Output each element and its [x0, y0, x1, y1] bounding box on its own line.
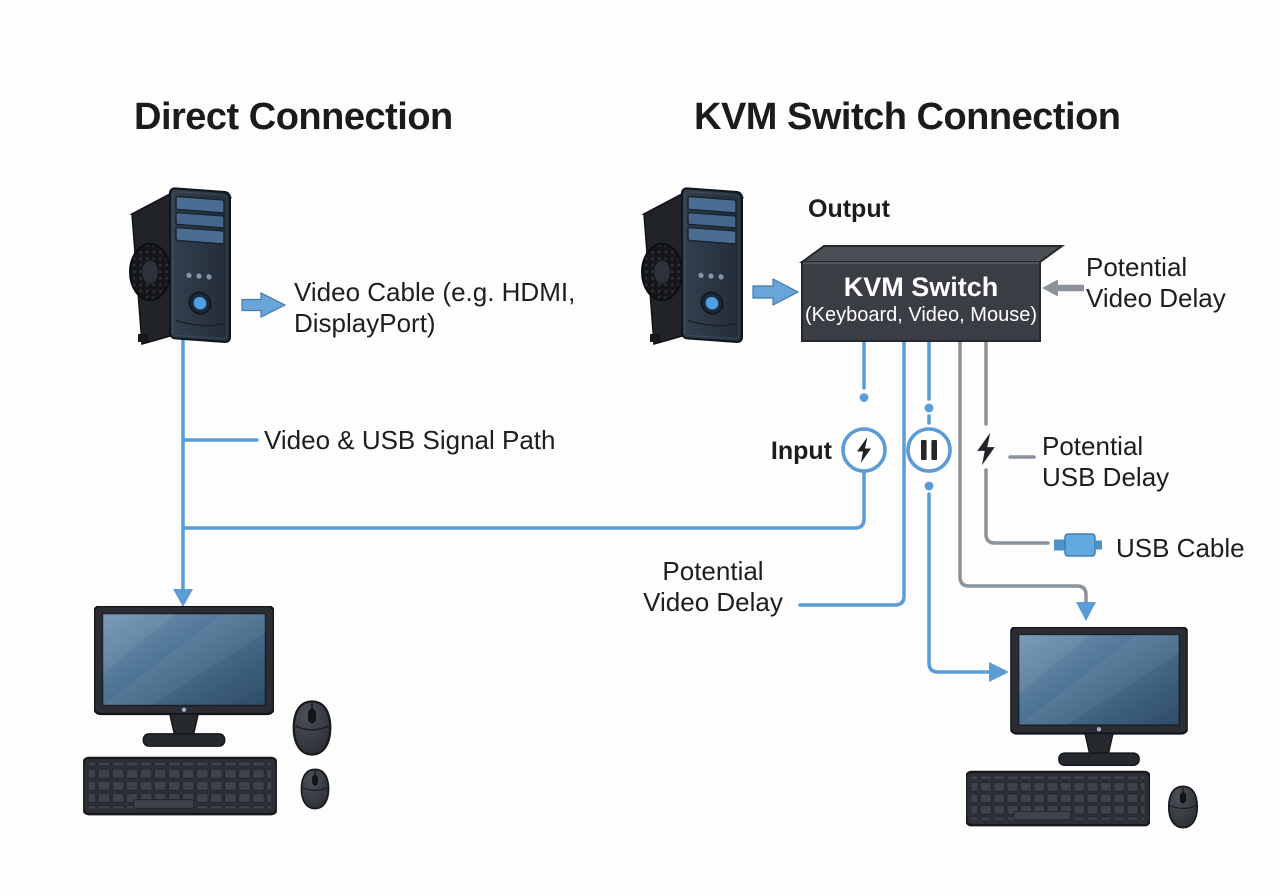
arrow-tower-to-cable [241, 292, 287, 318]
arrow-down-to-right-monitor [1076, 602, 1096, 621]
desktop-tower-left [118, 184, 238, 346]
lightning-bolt-icon [977, 432, 995, 466]
mouse-left-upper [291, 699, 333, 757]
kvm-box-top-face [798, 245, 1066, 263]
input-label: Input [770, 437, 832, 465]
mouse-right [1163, 785, 1203, 829]
input-delay-circle [841, 427, 887, 473]
monitor-right [1010, 627, 1188, 769]
kvm-usb-line-bottom [984, 468, 1050, 545]
direct-connection-title: Direct Connection [134, 96, 453, 138]
pause-icon [931, 440, 937, 460]
potential-video-delay-label-bottom: Potential Video Delay [630, 556, 796, 618]
potential-video-delay-line2: Video Delay [1086, 283, 1226, 313]
potential-video-delay-label-right: Potential Video Delay [1086, 252, 1226, 314]
dash-dot [924, 403, 934, 413]
dash-dot [924, 481, 934, 491]
signal-path-label: Video & USB Signal Path [264, 425, 556, 455]
video-cable-label-line2: DisplayPort) [294, 308, 436, 338]
mouse-left-lower [296, 768, 334, 810]
output-label: Output [808, 195, 890, 223]
kvm-monitor-line-bottom [927, 492, 992, 674]
monitor-left [94, 606, 274, 750]
kvm-connection-title: KVM Switch Connection [694, 96, 1121, 138]
dash-dot [859, 393, 869, 402]
arrow-down-to-left-monitor [173, 589, 193, 607]
desktop-tower-right [630, 184, 750, 346]
keyboard-left [82, 756, 278, 818]
kvm-box-label: KVM Switch (Keyboard, Video, Mouse) [802, 272, 1040, 327]
usb-cable-label: USB Cable [1116, 533, 1245, 563]
kvm-box-front-face [801, 261, 1041, 342]
potential-video-delay-line1: Potential [662, 556, 764, 586]
pause-icon [921, 440, 927, 460]
kvm-video-line [798, 340, 906, 607]
usb-connector-icon [1054, 533, 1102, 557]
lightning-bolt-icon [857, 437, 871, 463]
kvm-box-title: KVM Switch [843, 272, 999, 302]
potential-video-delay-line1: Potential [1086, 252, 1188, 282]
video-cable-label: Video Cable (e.g. HDMI, DisplayPort) [294, 277, 575, 339]
shared-signal-line [182, 470, 866, 530]
video-cable-label-line1: Video Cable (e.g. HDMI, [294, 277, 576, 307]
potential-usb-delay-label: Potential USB Delay [1042, 431, 1169, 493]
keyboard-right [966, 770, 1150, 829]
arrow-right-to-monitor [989, 662, 1009, 682]
potential-usb-delay-line2: USB Delay [1042, 462, 1170, 492]
pause-circle [906, 427, 952, 473]
kvm-switch-box [798, 245, 1066, 342]
potential-usb-delay-line1: Potential [1042, 431, 1144, 461]
kvm-box-subtitle: (Keyboard, Video, Mouse) [805, 304, 1037, 326]
potential-video-delay-line2: Video Delay [643, 587, 783, 617]
